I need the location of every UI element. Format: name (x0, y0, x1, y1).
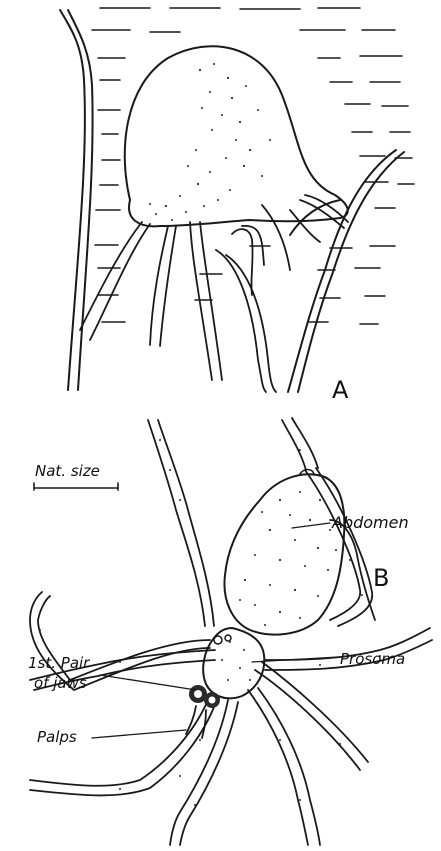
left-plant-stalk (60, 10, 93, 390)
label-prosoma: Prosoma (340, 650, 405, 668)
bell-stipple (149, 63, 271, 221)
prosoma-shape (203, 628, 264, 698)
label-palps: Palps (37, 728, 77, 746)
scale-label: Nat. size (35, 462, 100, 480)
right-plant-stalk (288, 150, 404, 392)
label-jaws-line1: 1st. Pair (28, 654, 90, 672)
panel-b-spider-drawing: Nat. size (28, 418, 432, 845)
panel-a-bell-drawing: A (60, 8, 414, 404)
spider-eyes (214, 635, 231, 644)
air-bell (125, 46, 348, 226)
abdomen-shape (224, 474, 344, 634)
prosoma-stipple (221, 641, 251, 681)
panel-b-letter: B (373, 564, 389, 592)
jaws (189, 685, 220, 708)
label-jaws-line2: of jaws (34, 674, 87, 692)
scale-bar (34, 483, 118, 490)
water-dashes (92, 8, 414, 324)
panel-a-letter: A (332, 376, 349, 404)
abdomen-stipple (239, 491, 337, 626)
spider-legs (30, 418, 432, 845)
bell-legs-strands (80, 195, 348, 392)
label-abdomen: Abdomen (331, 513, 409, 532)
leg-stipple (39, 439, 381, 806)
